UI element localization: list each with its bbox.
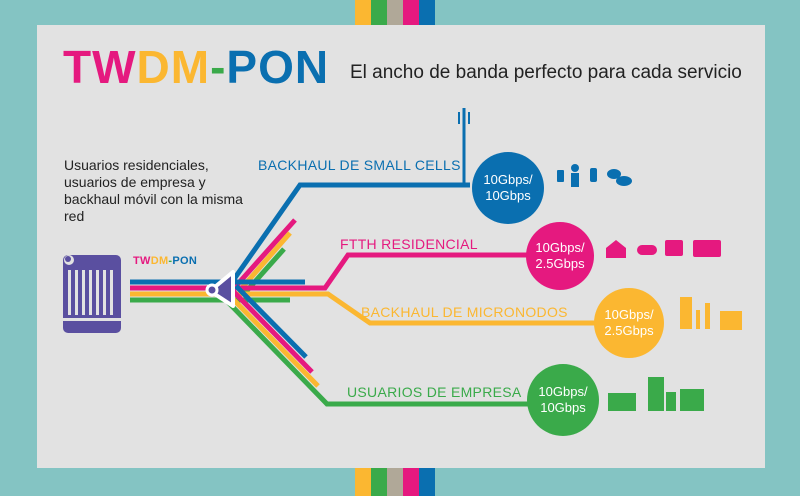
branch-label-small-cells: BACKHAUL DE SMALL CELLS — [258, 157, 461, 173]
speed-badge-enterprise: 10Gbps/10Gbps — [527, 364, 599, 436]
speed-up: 10Gbps — [540, 400, 586, 415]
speed-down: 10Gbps/ — [483, 172, 533, 187]
olt-label: TWDM-PON — [133, 255, 197, 267]
intro-text: Usuarios residenciales, usuarios de empr… — [64, 157, 243, 224]
speed-badge-ftth: 10Gbps/2.5Gbps — [526, 222, 594, 290]
branch-label-ftth: FTTH RESIDENCIAL — [340, 236, 478, 252]
page-title: TWDM-PON — [63, 40, 329, 94]
cell-tower-icon — [458, 108, 470, 185]
title-part: PON — [226, 41, 330, 93]
speed-badge-small-cells: 10Gbps/10Gbps — [472, 152, 544, 224]
branch-label-micronodes: BACKHAUL DE MICRONODOS — [361, 304, 568, 320]
enterprise-buildings-icon — [608, 377, 704, 411]
olt-label-part: TW — [133, 255, 151, 267]
splitter-icon — [205, 270, 235, 308]
top-color-stripes — [355, 0, 435, 25]
olt-device-icon — [63, 255, 121, 333]
title-part: TW — [63, 41, 137, 93]
olt-label-part: - — [168, 255, 173, 267]
title-part: DM — [136, 41, 211, 93]
speed-down: 10Gbps/ — [538, 384, 588, 399]
speed-up: 2.5Gbps — [604, 323, 654, 338]
olt-label-part: PON — [172, 255, 198, 267]
subtitle: El ancho de banda perfecto para cada ser… — [350, 62, 742, 83]
residential-devices-icon — [606, 240, 721, 258]
branch-label-enterprise: USUARIOS DE EMPRESA — [347, 384, 522, 400]
olt-label-part: DM — [150, 255, 169, 267]
bottom-color-stripes — [355, 468, 435, 496]
speed-down: 10Gbps/ — [604, 307, 654, 322]
title-part: - — [210, 41, 227, 93]
speed-badge-micronodes: 10Gbps/2.5Gbps — [594, 288, 664, 358]
small-cell-devices-icon — [557, 164, 632, 187]
downward-fiber-bundle — [222, 284, 530, 407]
speed-up: 10Gbps — [485, 188, 531, 203]
speed-up: 2.5Gbps — [535, 256, 585, 271]
micronode-devices-icon — [680, 297, 742, 330]
speed-down: 10Gbps/ — [535, 240, 585, 255]
